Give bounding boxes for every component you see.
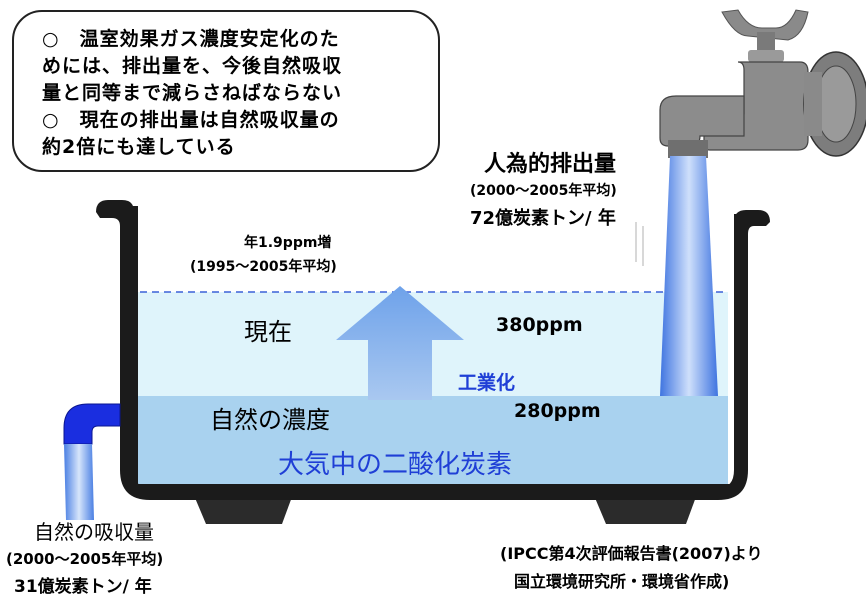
content-label: 大気中の二酸化炭素 <box>278 450 513 480</box>
current-value: 380ppm <box>496 314 583 336</box>
water-natural <box>138 396 728 484</box>
absorption-title: 自然の吸収量 <box>34 520 154 544</box>
absorption-amount: 31億炭素トン/ 年 <box>14 577 152 597</box>
natural-label: 自然の濃度 <box>210 406 330 434</box>
callout-line-3: 量と同等まで減らさねばならない <box>42 82 343 104</box>
drain-pipe-icon <box>63 403 121 445</box>
increase-rate: 年1.9ppm増 <box>244 235 332 251</box>
natural-value: 280ppm <box>514 400 601 422</box>
source-line-1: (IPCC第4次評価報告書(2007)より <box>500 544 763 563</box>
callout-box: ○ 温室効果ガス濃度安定化のた めには、排出量を、今後自然吸収 量と同等まで減ら… <box>12 10 440 172</box>
industrialization-label: 工業化 <box>458 372 516 394</box>
absorption-period: (2000～2005年平均) <box>6 550 164 568</box>
increase-arrow <box>336 286 464 400</box>
increase-period: (1995～2005年平均) <box>190 259 337 275</box>
emission-amount: 72億炭素トン/ 年 <box>470 208 616 229</box>
callout-line-4: ○ 現在の排出量は自然吸収量の <box>42 109 340 131</box>
emission-stream <box>660 156 718 396</box>
emission-period: (2000～2005年平均) <box>470 183 617 199</box>
callout-line-5: 約2倍にも達している <box>42 136 236 158</box>
absorption-stream <box>64 444 94 520</box>
callout-line-2: めには、排出量を、今後自然吸収 <box>42 55 343 77</box>
source-line-2: 国立環境研究所・環境省作成) <box>514 572 730 591</box>
faucet-icon <box>659 9 866 158</box>
current-label: 現在 <box>244 318 292 346</box>
emission-title: 人為的排出量 <box>484 152 617 177</box>
water-current <box>138 292 728 396</box>
callout-line-1: ○ 温室効果ガス濃度安定化のた <box>42 28 340 50</box>
